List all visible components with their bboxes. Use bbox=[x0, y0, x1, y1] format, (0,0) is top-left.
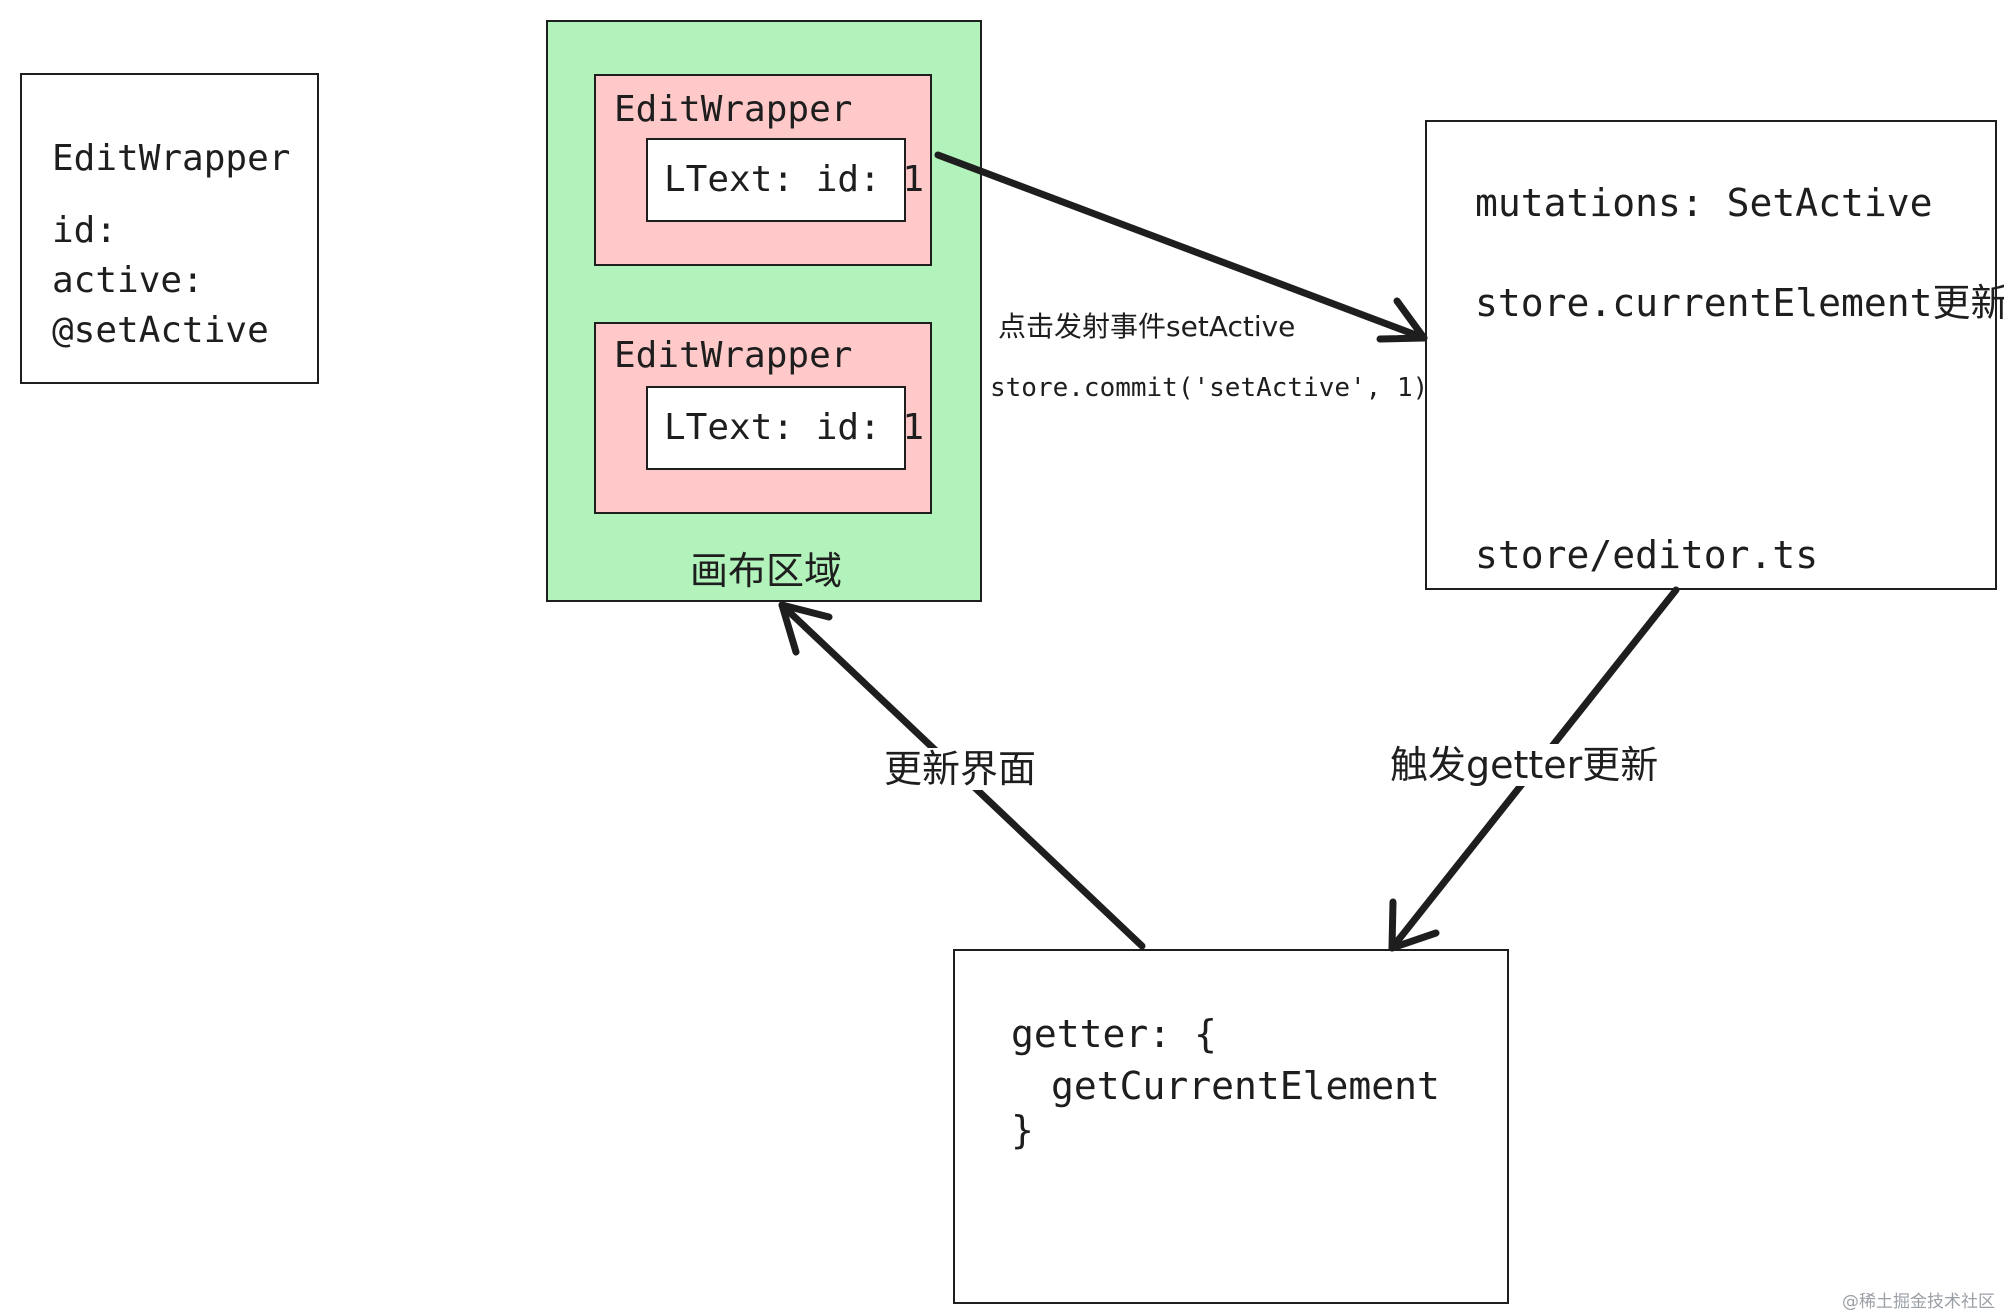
getter-box: getter: { getCurrentElement } bbox=[953, 949, 1509, 1304]
watermark: @稀土掘金技术社区 bbox=[1842, 1292, 1995, 1312]
store-mutations: mutations: SetActive bbox=[1475, 181, 1933, 225]
label-commit: store.commit('setActive', 1) bbox=[990, 373, 1429, 403]
store-file-name: store/editor.ts bbox=[1475, 533, 1819, 577]
edit-wrapper-1: EditWrapper LText: id: 1 bbox=[594, 74, 932, 266]
edit-wrapper-1-title: EditWrapper bbox=[614, 89, 853, 130]
getter-current-element: getCurrentElement bbox=[1051, 1064, 1440, 1108]
edit-wrapper-2-title: EditWrapper bbox=[614, 335, 853, 376]
component-prop-id: id: bbox=[52, 210, 118, 251]
arrow-to-store-head bbox=[1376, 297, 1428, 343]
canvas-area: EditWrapper LText: id: 1 EditWrapper LTe… bbox=[546, 20, 982, 602]
label-trigger-getter: 触发getter更新 bbox=[1386, 744, 1663, 786]
arrow-to-store bbox=[934, 151, 1428, 342]
getter-close: } bbox=[1011, 1108, 1034, 1152]
canvas-label: 画布区域 bbox=[690, 549, 843, 593]
store-box: mutations: SetActive store.currentElemen… bbox=[1425, 120, 2004, 590]
label-click-event: 点击发射事件setActive bbox=[998, 310, 1296, 343]
ltext-2: LText: id: 1 bbox=[646, 386, 924, 470]
arrow-to-canvas-head bbox=[778, 601, 833, 656]
label-update-ui: 更新界面 bbox=[880, 748, 1041, 790]
component-box: EditWrapper id: active: @setActive bbox=[20, 73, 319, 384]
getter-open: getter: { bbox=[1011, 1012, 1217, 1056]
ltext-1: LText: id: 1 bbox=[646, 138, 924, 222]
component-title: EditWrapper bbox=[52, 138, 291, 179]
component-prop-active: active: bbox=[52, 260, 204, 301]
edit-wrapper-2: EditWrapper LText: id: 1 bbox=[594, 322, 932, 514]
ltext-2-label: LText: id: 1 bbox=[664, 407, 925, 448]
arrow-to-getter-head bbox=[1388, 898, 1440, 952]
ltext-1-label: LText: id: 1 bbox=[664, 159, 925, 200]
store-current-element: store.currentElement更新 bbox=[1475, 281, 2004, 325]
component-event: @setActive bbox=[52, 310, 269, 351]
